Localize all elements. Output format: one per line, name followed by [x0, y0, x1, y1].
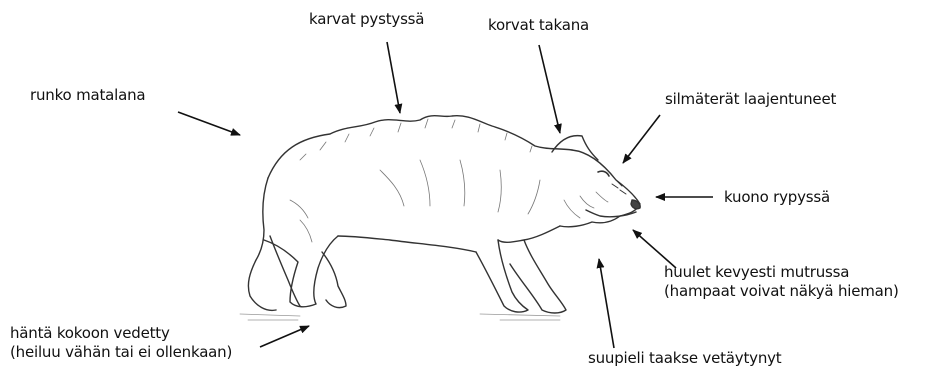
arrow-ears-back [539, 45, 560, 133]
label-mouth-corner-text: suupieli taakse vetäytynyt [588, 349, 782, 368]
label-ears-back: korvat takana [488, 16, 589, 35]
label-mouth-corner: suupieli taakse vetäytynyt [588, 349, 782, 368]
label-muzzle-wrinkled-text: kuono rypyssä [724, 188, 830, 207]
label-hair-raised-text: karvat pystyssä [309, 10, 424, 29]
label-tail-line1: häntä kokoon vedetty [10, 324, 232, 343]
wolf-chest [498, 226, 560, 242]
wolf-back-outline [268, 116, 572, 178]
label-pupils-dilated: silmäterät laajentuneet [665, 90, 836, 109]
arrow-tail [260, 326, 309, 347]
wolf-eye [598, 171, 609, 176]
wolf-hind-leg-front [322, 252, 346, 308]
ground-shading [240, 314, 560, 320]
label-body-low: runko matalana [30, 86, 145, 105]
label-lips-line2: (hampaat voivat näkyä hieman) [664, 282, 899, 301]
label-muzzle-wrinkled: kuono rypyssä [724, 188, 830, 207]
arrow-hair-raised [387, 42, 400, 113]
label-tail: häntä kokoon vedetty (heiluu vähän tai e… [10, 324, 232, 362]
wolf-rear [248, 178, 276, 310]
arrow-pupils-dilated [623, 115, 660, 163]
label-ears-back-text: korvat takana [488, 16, 589, 35]
arrow-body-low [178, 112, 240, 135]
label-lips: huulet kevyesti mutrussa (hampaat voivat… [664, 263, 899, 301]
wolf-drawing [240, 116, 640, 320]
wolf-fur-shading [290, 119, 608, 242]
label-hair-raised: karvat pystyssä [309, 10, 424, 29]
label-body-low-text: runko matalana [30, 86, 145, 105]
arrow-mouth-corner [599, 259, 614, 348]
wolf-front-leg-2 [476, 240, 528, 312]
label-pupils-dilated-text: silmäterät laajentuneet [665, 90, 836, 109]
label-lips-line1: huulet kevyesti mutrussa [664, 263, 899, 282]
label-tail-line2: (heiluu vähän tai ei ollenkaan) [10, 343, 232, 362]
wolf-hind-leg [264, 236, 338, 307]
wolf-belly [338, 236, 476, 252]
